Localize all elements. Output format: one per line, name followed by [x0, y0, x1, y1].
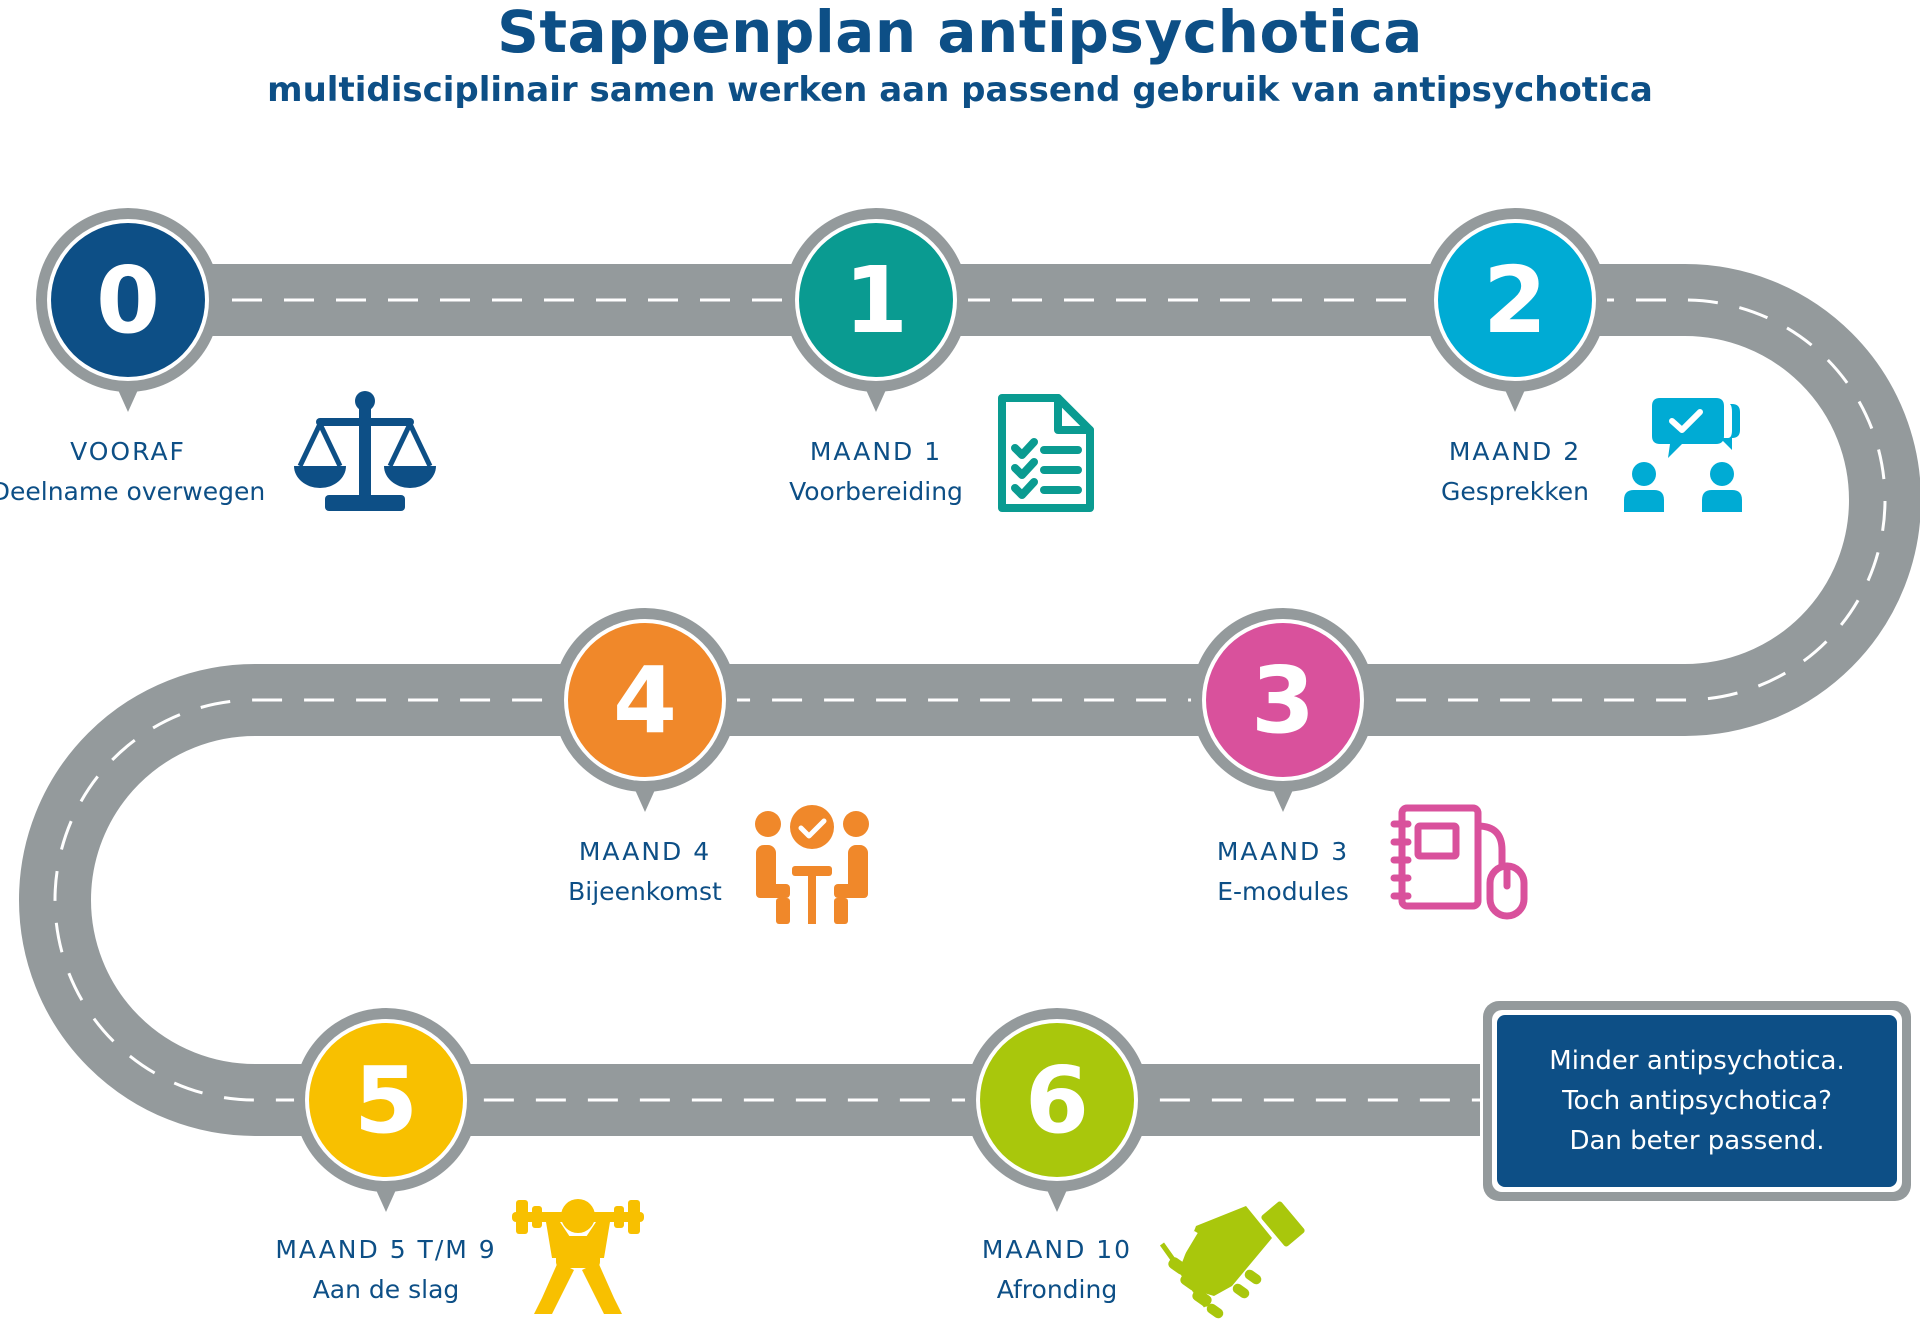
step-1-number: 1: [844, 247, 908, 354]
step-4-label: MAAND 4 Bijeenkomst: [495, 832, 795, 912]
meeting-icon: [755, 805, 869, 924]
result-line-1: Minder antipsychotica.: [1549, 1046, 1845, 1076]
weightlifter-icon: [512, 1199, 644, 1314]
handshake-icon: [1159, 1201, 1305, 1319]
road: [19, 264, 1920, 1136]
scale-icon: [294, 391, 436, 511]
page-subtitle: multidisciplinair samen werken aan passe…: [267, 70, 1653, 110]
step-4-name: Bijeenkomst: [568, 877, 722, 906]
step-3-number: 3: [1251, 647, 1315, 754]
step-0-name: Deelname overwegen: [0, 477, 266, 506]
step-1-label: MAAND 1 Voorbereiding: [726, 432, 1026, 512]
step-5-pin: 5: [294, 1008, 478, 1212]
step-1-month: MAAND 1: [809, 437, 943, 466]
result-box: [1483, 1001, 1911, 1201]
step-2-label: MAAND 2 Gesprekken: [1365, 432, 1665, 512]
step-6-name: Afronding: [996, 1275, 1118, 1304]
step-6-month: MAAND 10: [981, 1235, 1133, 1264]
step-2-month: MAAND 2: [1448, 437, 1582, 466]
checklist-document-icon: [998, 394, 1094, 512]
result-line-2: Toch antipsychotica?: [1562, 1086, 1832, 1116]
step-0-month: VOORAF: [70, 437, 186, 466]
step-5-name: Aan de slag: [312, 1275, 460, 1304]
result-line-3: Dan beter passend.: [1569, 1126, 1825, 1156]
step-1-pin: 1: [784, 208, 968, 412]
step-3-month: MAAND 3: [1216, 837, 1350, 866]
step-0-label: VOORAF Deelname overwegen: [0, 432, 278, 512]
step-2-number: 2: [1483, 247, 1547, 354]
road-surface: [19, 264, 1920, 1136]
step-1-name: Voorbereiding: [789, 477, 963, 506]
step-2-pin: 2: [1423, 208, 1607, 412]
step-6-number: 6: [1025, 1047, 1089, 1154]
step-3-label: MAAND 3 E-modules: [1133, 832, 1433, 912]
step-4-number: 4: [613, 647, 677, 754]
step-5-month: MAAND 5 T/M 9: [275, 1235, 497, 1264]
step-4-pin: 4: [553, 608, 737, 812]
step-0-number: 0: [96, 247, 160, 354]
step-2-name: Gesprekken: [1440, 477, 1590, 506]
result-text: Minder antipsychotica. Toch antipsychoti…: [1497, 1015, 1897, 1187]
step-5-label: MAAND 5 T/M 9 Aan de slag: [236, 1230, 536, 1310]
conversation-icon: [1624, 398, 1742, 512]
step-4-month: MAAND 4: [578, 837, 712, 866]
step-3-pin: 3: [1191, 608, 1375, 812]
step-0-pin: 0: [36, 208, 220, 412]
page-title: Stappenplan antipsychotica: [497, 0, 1423, 66]
notebook-mouse-icon: [1390, 804, 1528, 920]
step-5-number: 5: [354, 1047, 418, 1154]
step-6-pin: 6: [965, 1008, 1149, 1212]
step-3-name: E-modules: [1217, 877, 1349, 906]
step-6-label: MAAND 10 Afronding: [907, 1230, 1207, 1310]
